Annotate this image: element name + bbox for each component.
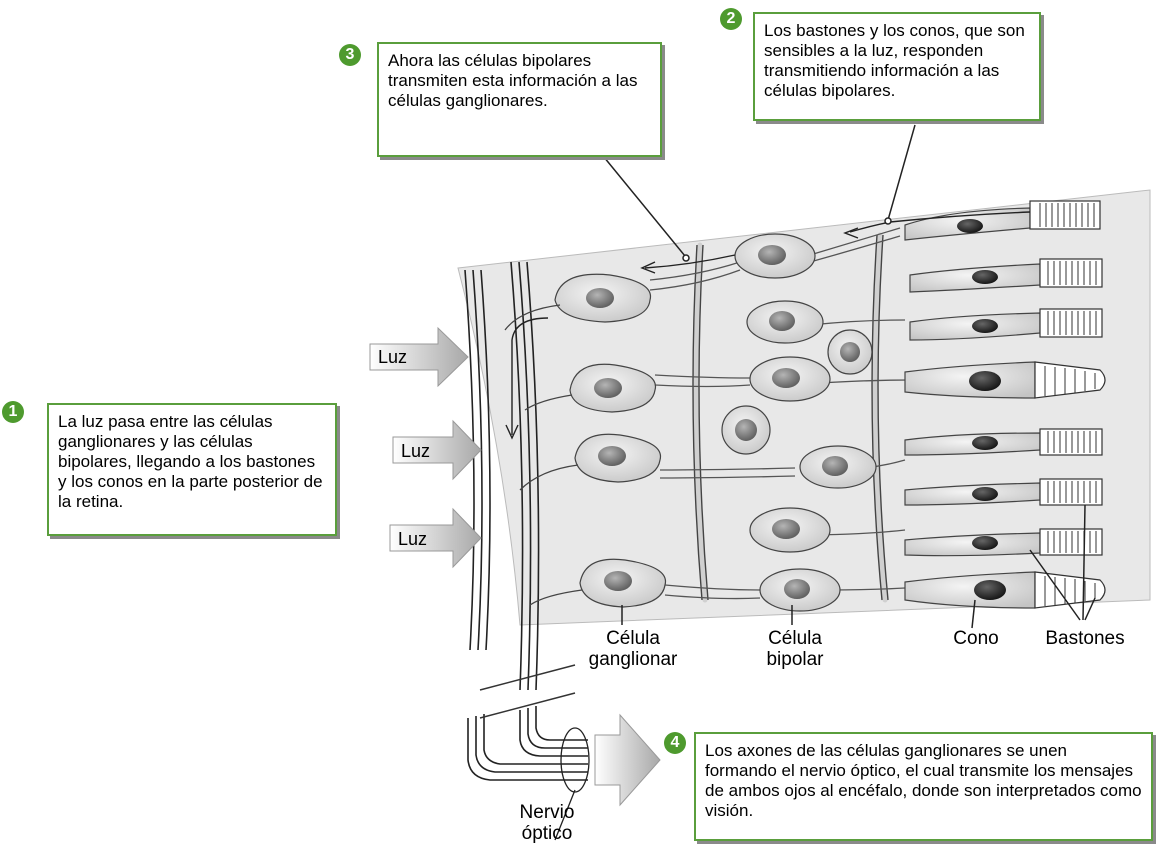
rods-label: Bastones [1045,628,1125,649]
light-label-2: Luz [401,441,431,461]
step-4-callout: Los axones de las células ganglionares s… [694,732,1153,841]
bipolar-cell-label-line1: Célula [768,628,822,649]
light-label-3: Luz [398,529,428,549]
step-2-badge: 2 [720,8,742,30]
bipolar-cell-label-line2: bipolar [766,649,824,670]
optic-nerve-label-line1: Nervio [519,802,575,823]
photoreceptors [904,200,1106,609]
step-3-callout: Ahora las células bipolares transmiten e… [377,42,662,157]
step-1-badge: 1 [2,401,24,423]
nerve-fiber-bundle [464,261,540,691]
step-2-text: Los bastones y los conos, que son sensib… [764,21,1025,100]
optic-nerve-label: Nervio óptico [497,802,597,844]
step-2-callout: Los bastones y los conos, que son sensib… [753,12,1041,121]
step-4-badge: 4 [664,732,686,754]
light-arrows [369,326,482,569]
ganglion-cell-label-line1: Célula [606,628,660,649]
step-4-text: Los axones de las células ganglionares s… [705,741,1142,820]
bipolar-cell-label: Célula bipolar [755,628,835,670]
step-3-badge: 3 [339,44,361,66]
optic-nerve-output-arrow [594,713,661,807]
step-1-text: La luz pasa entre las células ganglionar… [58,412,323,511]
ganglion-cells [554,273,667,608]
cone-label: Cono [953,628,999,649]
ganglion-cell-label: Célula ganglionar [578,628,688,670]
step-1-callout: La luz pasa entre las células ganglionar… [47,403,337,536]
light-label-1: Luz [378,347,408,367]
optic-nerve-bundle [467,706,588,781]
ganglion-cell-label-line2: ganglionar [588,649,678,670]
step-3-text: Ahora las células bipolares transmiten e… [388,51,638,110]
optic-nerve-label-line2: óptico [521,823,573,844]
